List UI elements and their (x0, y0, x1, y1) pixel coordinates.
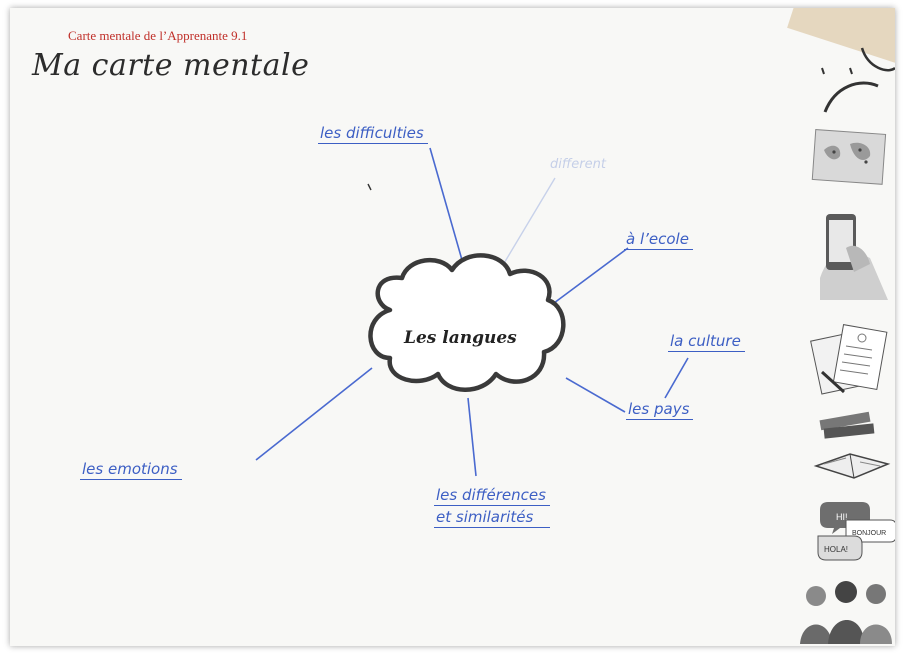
line-culture (664, 357, 689, 399)
branch-differences-line1: les différences (434, 486, 550, 506)
worksheet-header-label: Carte mentale de l’Apprenante 9.1 (68, 28, 248, 43)
branch-different: different (550, 157, 606, 172)
line-difficulties (429, 147, 463, 261)
branch-culture: la culture (668, 332, 745, 352)
branch-school: à l’ecole (624, 230, 693, 250)
speech-bubbles-icon: HI! BONJOUR HOLA! (817, 502, 895, 561)
pen-mark (367, 183, 372, 191)
bubble-hi-text: HI! (836, 512, 848, 522)
mind-map-lines (255, 47, 895, 477)
center-topic: Les langues (404, 328, 517, 348)
branch-differences: les différences et similarités (434, 486, 550, 530)
line-emotions (255, 367, 373, 461)
line-differences (467, 397, 477, 477)
people-group-icon (800, 581, 892, 644)
sad-face-icon (823, 81, 879, 113)
branch-difficulties: les difficulties (318, 124, 428, 144)
circle-edge-icon (860, 47, 895, 72)
bubble-hola-text: HOLA! (824, 545, 848, 554)
eye-mark-left (821, 67, 825, 75)
world-map-icon (811, 129, 887, 185)
smartphone-hand-icon (820, 214, 888, 300)
eye-mark-right (849, 67, 853, 75)
branch-emotions: les emotions (80, 460, 182, 480)
line-country (565, 377, 626, 413)
worksheet-title: Ma carte mentale (32, 48, 310, 83)
bubble-bonjour-text: BONJOUR (852, 530, 886, 537)
mind-map-worksheet: Carte mentale de l’Apprenante 9.1 Ma car… (10, 8, 895, 646)
center-cloud-shape (368, 253, 566, 392)
books-icon (813, 411, 891, 479)
line-school (549, 247, 629, 307)
branch-country: les pays (626, 400, 694, 420)
documents-icon (810, 324, 888, 395)
branch-differences-line2: et similarités (434, 508, 550, 528)
